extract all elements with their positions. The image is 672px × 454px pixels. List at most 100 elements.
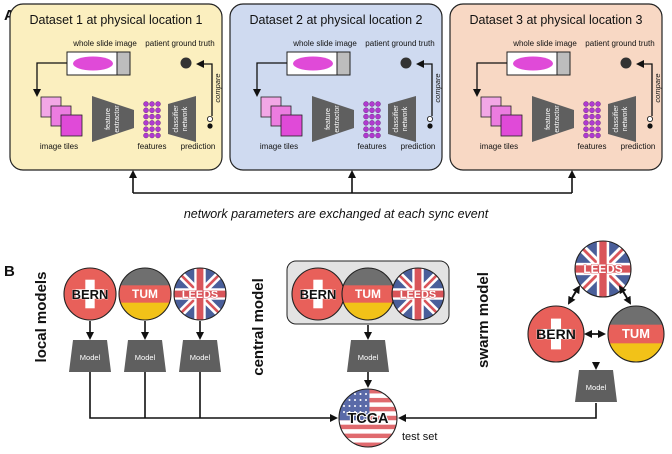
test-set-label: test set (402, 431, 437, 443)
swiss-cross (75, 289, 105, 299)
classifier-block (168, 96, 196, 142)
prediction-dot (207, 123, 213, 129)
badge-outline (63, 267, 117, 321)
classifier-block (608, 96, 636, 142)
feature-dot (149, 107, 155, 114)
flag-stripe (339, 424, 397, 430)
feature-dot (369, 107, 375, 114)
model-block (179, 340, 221, 372)
feature-dot (143, 107, 149, 114)
swiss-cross (303, 289, 333, 299)
feature-dot (589, 120, 595, 126)
badge-outline (574, 240, 632, 298)
tcga-label: TCGA (347, 411, 389, 427)
flag-stripe (339, 429, 397, 435)
flag-star (343, 393, 345, 395)
tissue-sample (513, 56, 553, 71)
feature-dot (583, 113, 589, 120)
feature-dot (149, 132, 155, 139)
model-block (575, 370, 617, 402)
feature-extractor-label: feature (105, 108, 112, 130)
badge-outline (338, 388, 398, 448)
flag-star (343, 405, 345, 407)
bern-badge-local: BERN (63, 267, 117, 321)
bern-label: BERN (300, 287, 337, 302)
flag-stripe (608, 306, 664, 326)
leeds-badge-central: LEEDS (391, 267, 445, 321)
slide-label-area (116, 51, 131, 76)
feature-dot (375, 101, 381, 107)
tum-badge-local: TUM (118, 267, 172, 321)
tcga-badge: TCGA (338, 388, 398, 448)
feature-extractor-label: extractor (554, 105, 561, 133)
central-model-title: central model (250, 278, 267, 376)
dataset-title: Dataset 1 at physical location 1 (29, 13, 202, 27)
feature-dot (595, 132, 601, 139)
feature-dot (583, 132, 589, 139)
tiling-arrow (253, 62, 287, 97)
feature-dot (583, 107, 589, 114)
ground-truth-dot (620, 57, 632, 69)
compare-arrow (196, 60, 213, 116)
feature-dot (149, 101, 155, 107)
flag-star (359, 399, 362, 401)
swarm-model-title: swarm model (475, 272, 492, 368)
sync-connector (129, 170, 576, 194)
feature-dot (155, 132, 161, 139)
tum-badge-central: TUM (341, 267, 395, 321)
dataset-title: Dataset 2 at physical location 2 (249, 13, 422, 27)
flag-stripe (119, 268, 171, 287)
feature-extractor-label: extractor (334, 105, 341, 133)
tiling-arrow (33, 62, 67, 97)
compare-arrow (416, 60, 433, 116)
feature-dot (369, 101, 375, 107)
feature-dot (595, 113, 601, 120)
feature-dot (583, 101, 589, 107)
flag-star (359, 411, 362, 413)
feature-extractor-block (92, 96, 134, 142)
bern-badge-central: BERN (291, 267, 345, 321)
feature-dot (583, 120, 589, 126)
model-block (347, 340, 389, 372)
local-models-title: local models (33, 272, 50, 363)
tissue-sample (73, 56, 113, 71)
prediction-label: prediction (181, 142, 216, 151)
bern-label: BERN (536, 326, 576, 342)
panel-b-connectors (86, 285, 631, 422)
flag-star (359, 393, 362, 395)
slide-label-area (556, 51, 571, 76)
feature-dot (155, 120, 161, 126)
feature-dot (595, 101, 601, 107)
feature-dot (589, 107, 595, 114)
prediction-dot (206, 116, 213, 123)
prediction-dot (647, 116, 654, 123)
classifier-label: network (402, 106, 409, 131)
leeds-label: LEEDS (583, 263, 622, 276)
feature-dot (143, 132, 149, 139)
flag-stripe (608, 324, 664, 345)
feature-dot (369, 132, 375, 139)
feature-dot (583, 126, 589, 132)
feature-dot (155, 101, 161, 107)
badge-outline (391, 267, 445, 321)
tiling-arrow (473, 62, 507, 97)
feature-dot (363, 113, 369, 120)
features-label: features (358, 142, 387, 151)
tiles-label: image tiles (260, 142, 298, 151)
leeds-label: LEEDS (182, 289, 218, 301)
feature-dot (155, 107, 161, 114)
tum-label: TUM (132, 287, 158, 301)
wsi-label: whole slide image (72, 39, 137, 48)
feature-dot (589, 113, 595, 120)
model-label: Model (358, 353, 379, 362)
classifier-block (388, 96, 416, 142)
flag-star (354, 399, 356, 401)
feature-extractor-label: extractor (114, 105, 121, 133)
feature-dot (369, 120, 375, 126)
uk-flag (392, 268, 444, 320)
feature-dot (589, 132, 595, 139)
flag-stripe (119, 302, 171, 320)
leeds-badge-swarm: LEEDS (574, 240, 632, 298)
